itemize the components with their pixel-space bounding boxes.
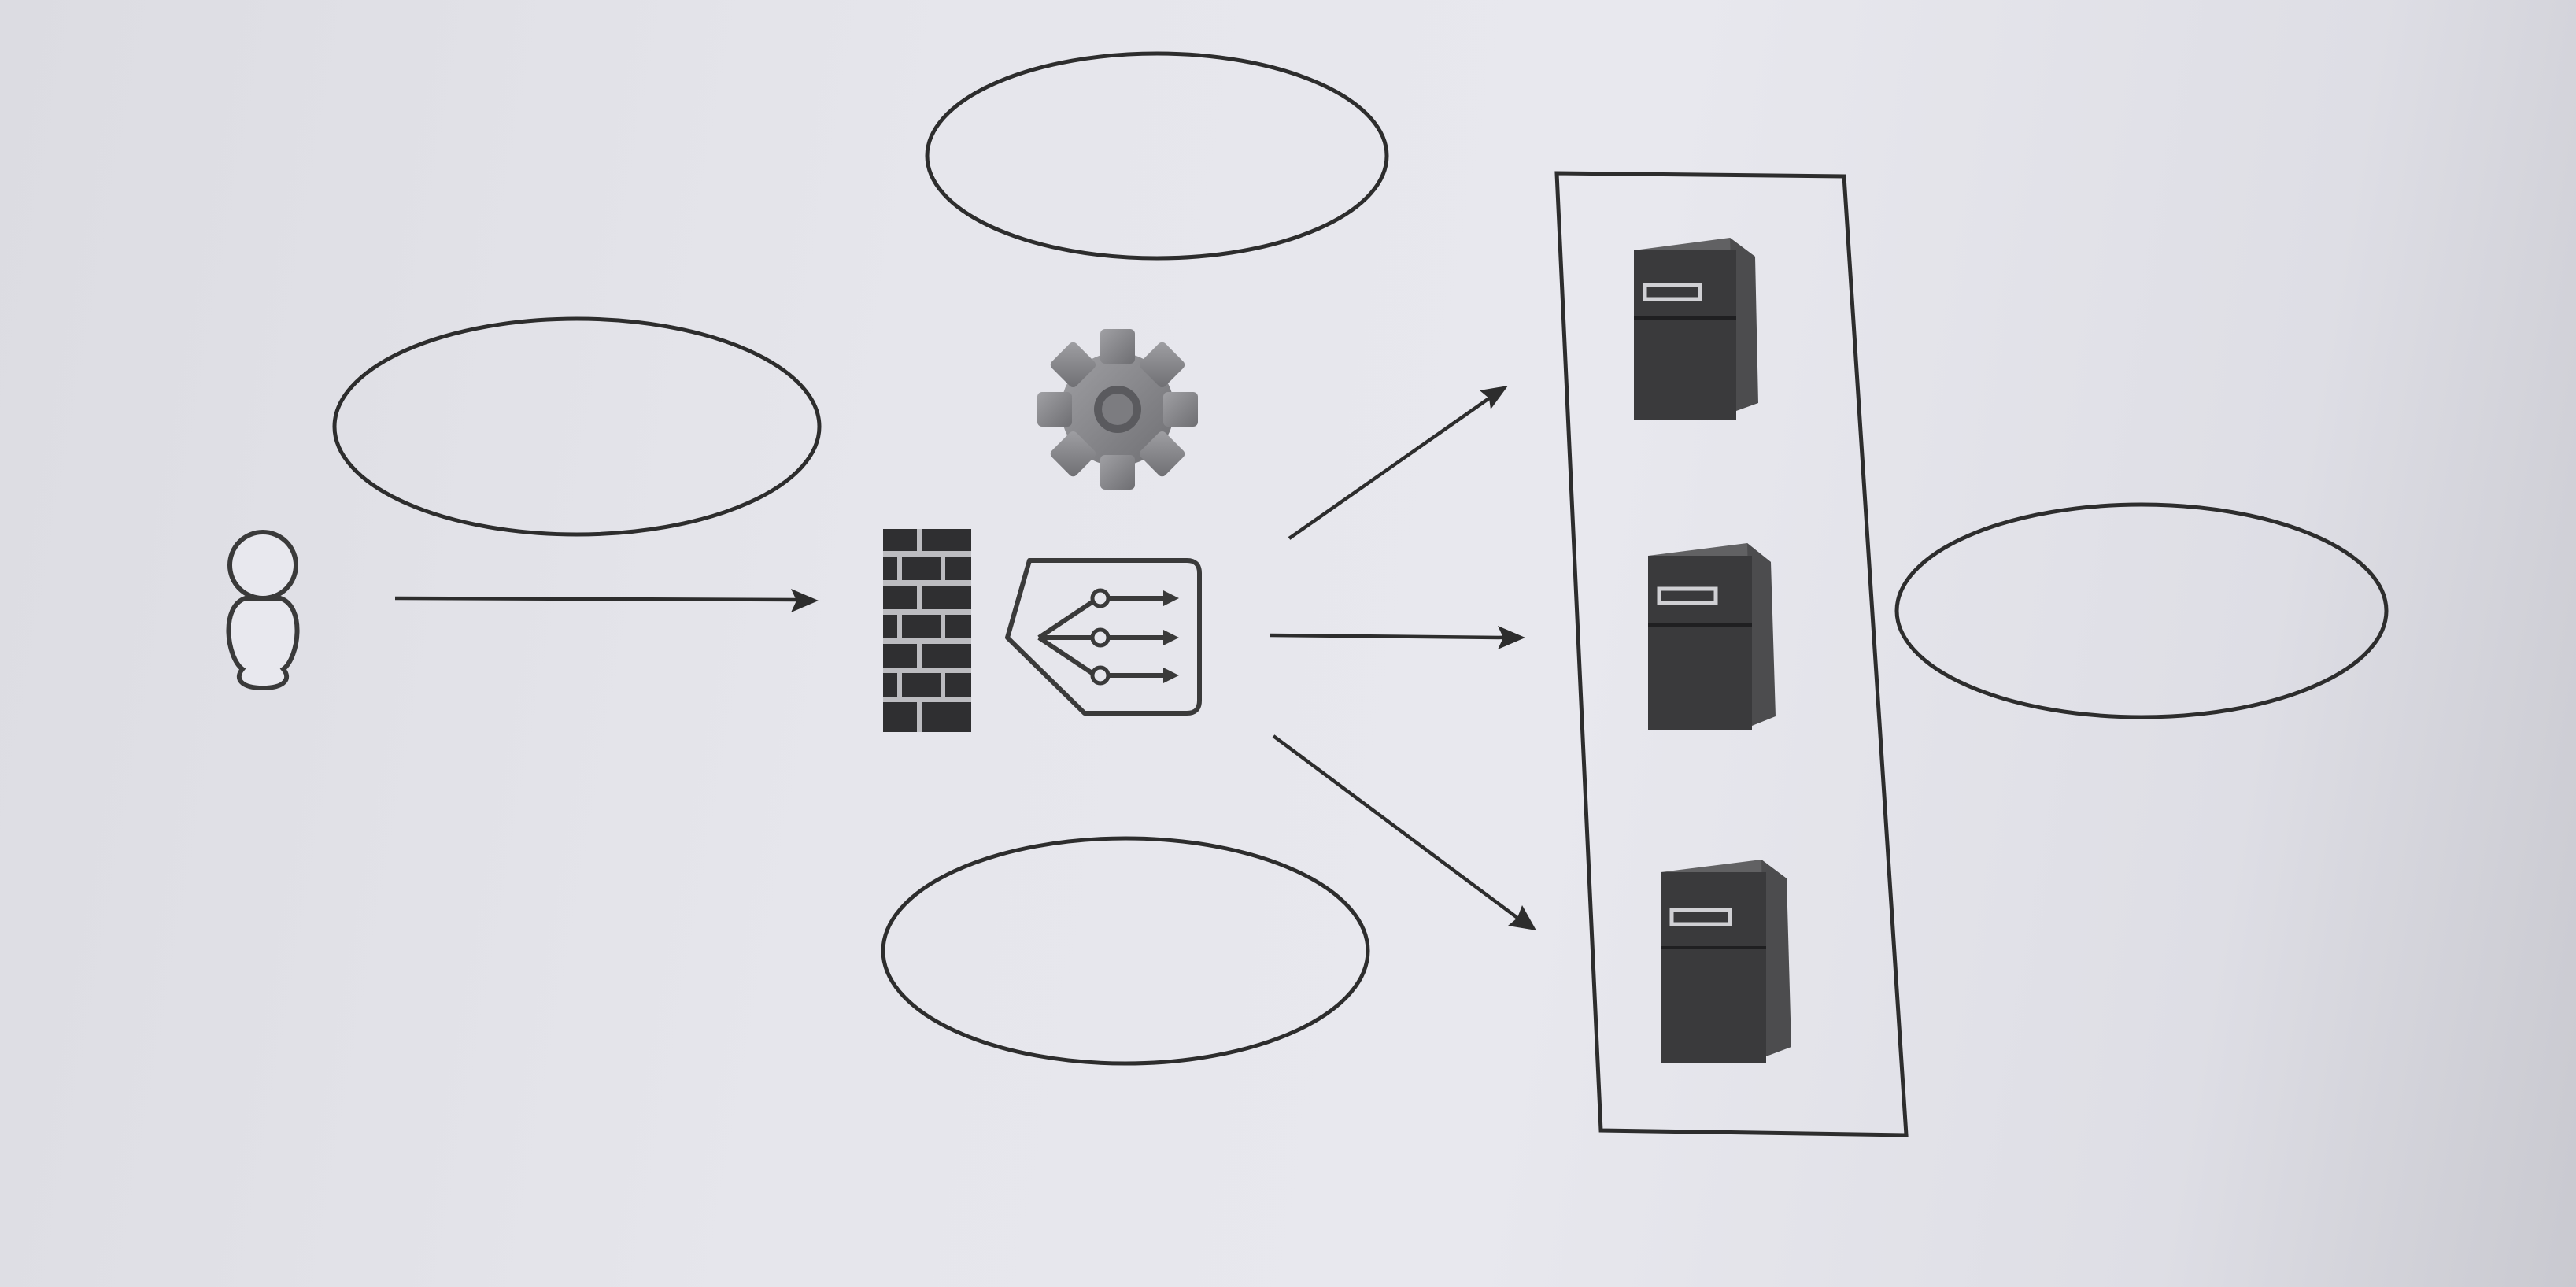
empty-label-ellipse-user[interactable] (332, 316, 822, 537)
arrow-lb-to-server-1 (1288, 386, 1508, 540)
gear-icon (1037, 329, 1198, 490)
firewall-icon (883, 529, 971, 732)
server-group-box (1554, 171, 1909, 1137)
empty-label-ellipse-bottom[interactable] (881, 836, 1370, 1066)
person-icon (226, 530, 300, 691)
server-icon-1 (1634, 238, 1758, 420)
load-balancer-icon (1005, 558, 1202, 716)
arrow-lb-to-server-3 (1272, 734, 1536, 930)
server-icon-3 (1661, 860, 1791, 1063)
empty-label-ellipse-right[interactable] (1894, 502, 2389, 719)
empty-label-ellipse-top[interactable] (925, 51, 1389, 261)
arrow-lb-to-server-2 (1270, 626, 1525, 649)
arrow-user-to-firewall (394, 589, 819, 612)
server-icon-2 (1648, 543, 1776, 730)
